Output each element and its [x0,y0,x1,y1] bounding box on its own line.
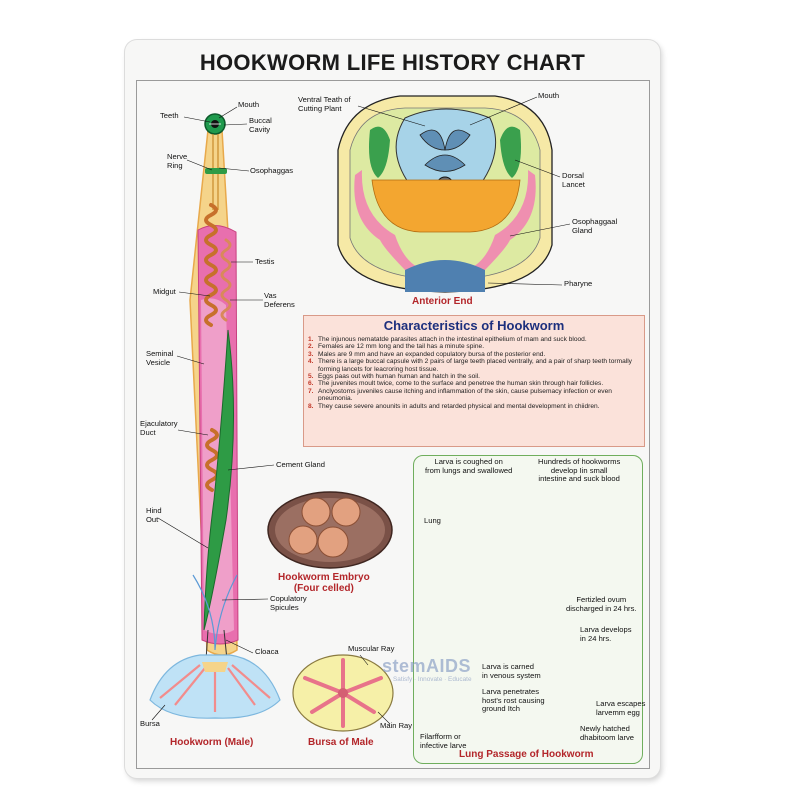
label-oesophageal-gland: Osophaggaal Gland [572,217,618,235]
label-hind-out: Hind Out [146,506,162,524]
label-seminal-vesicle: Seminal Vesicle [146,349,174,367]
label-muscular-ray: Muscular Ray [348,644,395,653]
label-ejaculatory-duct: Ejaculatory Duct [140,419,178,437]
caption-bursa-of-male: Bursa of Male [308,737,374,748]
chart-frame [136,80,650,769]
embryo-illustration [267,491,393,569]
male-hookworm-illustration [149,106,281,721]
list-item: 6.The juvenites moult twice, come to the… [308,380,604,388]
label-teeth: Teeth [160,111,179,120]
list-item: 1.The injunous nematatde parasites attac… [308,336,587,343]
characteristics-box: Characteristics of Hookworm 1.The injuno… [303,315,645,447]
caption-lung-passage: Lung Passage of Hookworm [459,749,594,760]
label-ventral-teeth: Ventral Teath of Cutting Plant [298,95,351,113]
list-item: 7.Anclyostoms juveniles cause itching an… [308,387,612,403]
label-fertilized-ovum: Fertizled ovum discharged in 24 hrs. [566,595,637,613]
label-larva-coughed: Larva is coughed on from lungs and swall… [425,457,513,475]
label-pharynx: Pharyne [564,279,593,288]
label-cloaca: Cloaca [255,647,279,656]
list-item: 5.Eggs paas out with human human and hat… [308,373,481,381]
label-larva-escapes: Larva escapes larvemm egg [596,699,646,717]
list-item: 3.Males are 9 mm and have an expanded co… [308,350,546,358]
label-newly-hatched: Newly hatched dhabitoom larve [580,724,635,742]
label-buccal-cavity: Buccal Cavity [249,116,272,134]
caption-anterior-end: Anterior End [412,296,473,307]
list-item: 4.There is a large buccal capsule with 2… [308,358,632,373]
bursa-of-male-illustration [292,654,394,732]
label-main-ray: Main Ray [380,721,413,730]
anterior-end-illustration [337,95,571,293]
label-venous-system: Larva is carned in venous system [482,662,541,680]
label-nerve-ring: Nerve Ring [167,152,188,170]
list-item: 2.Females are 12 mm long and the tail ha… [308,343,485,351]
page-title: HOOKWORM LIFE HISTORY CHART [199,50,586,75]
label-lung: Lung [424,516,441,525]
lung-passage-box [413,455,643,764]
label-mouth-male: Mouth [238,100,260,109]
label-testis: Testis [255,257,275,266]
watermark-brand: stemAIDS [382,656,472,676]
label-oesophagus: Osophaggas [250,166,294,175]
label-vas-deferens: Vas Deferens [264,291,295,309]
label-midgut: Midgut [153,287,176,296]
label-larva-develops: Larva develops in 24 hrs. [580,625,632,643]
label-hundreds-hookworms: Hundreds of hookworms develop Iin small … [538,457,621,484]
label-copulatory-spicules: Copulatory Spicules [270,594,307,612]
label-mouth-anterior: Mouth [538,91,560,100]
label-bursa: Bursa [140,719,160,728]
label-filariform-larva: Filarfform or infective larve [420,732,467,750]
characteristics-list: 1.The injunous nematatde parasites attac… [308,336,638,410]
caption-hookworm-male: Hookworm (Male) [170,737,254,748]
characteristics-heading: Characteristics of Hookworm [383,318,565,333]
label-larva-penetrates: Larva penetrates host's rost causing gro… [482,687,545,714]
list-item: 8.They cause severe anounits in adults a… [308,402,600,410]
caption-hookworm-embryo: Hookworm Embryo (Four celled) [278,572,370,594]
watermark-tagline: Satisfy · Innovate · Educate [393,676,472,683]
label-dorsal-lancet: Dorsal Lancet [562,171,585,189]
label-cement-gland: Cement Gland [276,460,325,469]
